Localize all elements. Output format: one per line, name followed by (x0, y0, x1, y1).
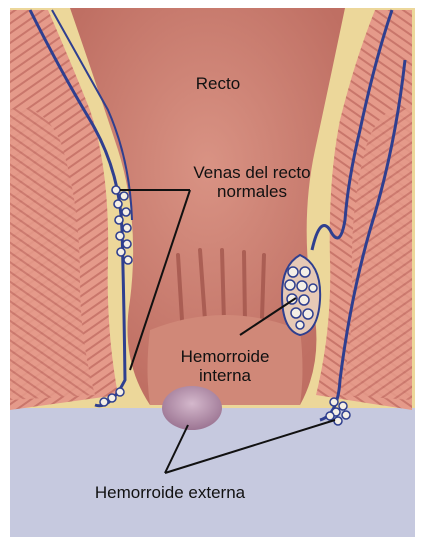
label-venas-line2: normales (172, 182, 332, 201)
label-internal-hemorrhoid: Hemorroide interna (155, 347, 295, 385)
label-recto: Recto (178, 74, 258, 93)
label-external-hemorrhoid: Hemorroide externa (70, 483, 270, 502)
label-int-line2: interna (155, 366, 295, 385)
label-normal-rectal-veins: Venas del recto normales (172, 163, 332, 201)
label-venas-line1: Venas del recto (172, 163, 332, 182)
internal-hemorrhoid (282, 255, 320, 335)
label-int-line1: Hemorroide (155, 347, 295, 366)
external-hemorrhoid-bulge (162, 386, 222, 430)
